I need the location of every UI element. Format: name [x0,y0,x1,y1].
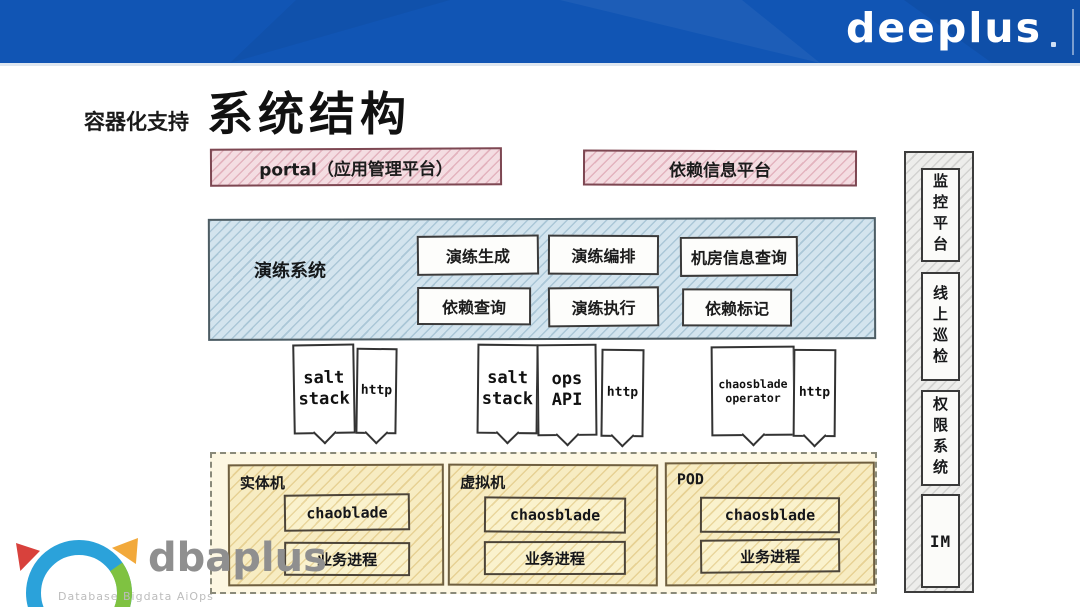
drill-system-label: 演练系统 [253,260,327,282]
platform-dependency-info: 依赖信息平台 [582,149,858,187]
dbaplus-logo-tagline: Database Bigdata AiOps [58,590,214,603]
connector-http-1: http [355,347,398,435]
host-chaosblade-box: chaosblade [699,496,841,534]
side-item-im: IM [921,494,960,588]
host-label: 虚拟机 [460,473,506,492]
connector-ops-api: ops API [536,343,598,437]
module-dependency-query: 依赖查询 [417,287,532,326]
connector-http-3: http [792,348,837,438]
drill-system-box: 演练系统 演练生成 演练编排 机房信息查询 依赖查询 演练执行 依赖标记 [207,217,877,341]
connector-http-2: http [600,348,645,438]
host-bizprocess-box: 业务进程 [483,540,626,576]
host-chaosblade-box: chaoblade [283,493,411,532]
side-item-online-inspection: 线上巡检 [921,272,960,381]
connector-chaosblade-operator: chaosblade operator [710,345,796,437]
banner-right-divider [1072,9,1074,55]
side-item-monitoring: 监控平台 [921,168,960,262]
connector-saltstack-2: salt stack [476,343,539,435]
host-label: 实体机 [239,474,285,493]
platform-portal: portal（应用管理平台） [209,147,503,187]
host-label: POD [676,470,704,489]
banner-decor-triangle [560,0,820,63]
host-pod: POD chaosblade 业务进程 [664,461,876,587]
side-systems-column: 监控平台 线上巡检 权限系统 IM [904,151,974,593]
side-item-permission-system: 权限系统 [921,390,960,486]
header-banner: deeplus [0,0,1080,66]
targets-area: 实体机 chaoblade 业务进程 虚拟机 chaosblade 业务进程 P… [210,452,877,594]
deeplus-logo-dot [1051,42,1056,47]
host-chaosblade-box: chaosblade [483,496,627,534]
banner-decor-triangle [230,0,450,63]
host-virtual-machine: 虚拟机 chaosblade 业务进程 [447,463,659,587]
dbaplus-logo-text: dbaplus [148,535,327,581]
module-idc-info-query: 机房信息查询 [679,236,799,277]
module-dependency-mark: 依赖标记 [682,288,793,327]
host-bizprocess-box: 业务进程 [699,538,841,574]
connector-saltstack-1: salt stack [292,343,356,435]
slide-kicker: 容器化支持 [84,110,189,134]
module-drill-orchestrate: 演练编排 [547,234,660,276]
module-drill-generate: 演练生成 [416,234,540,276]
page-title: 系统结构 [207,87,411,141]
module-drill-execute: 演练执行 [547,286,660,328]
deeplus-logo: deeplus [846,4,1042,52]
